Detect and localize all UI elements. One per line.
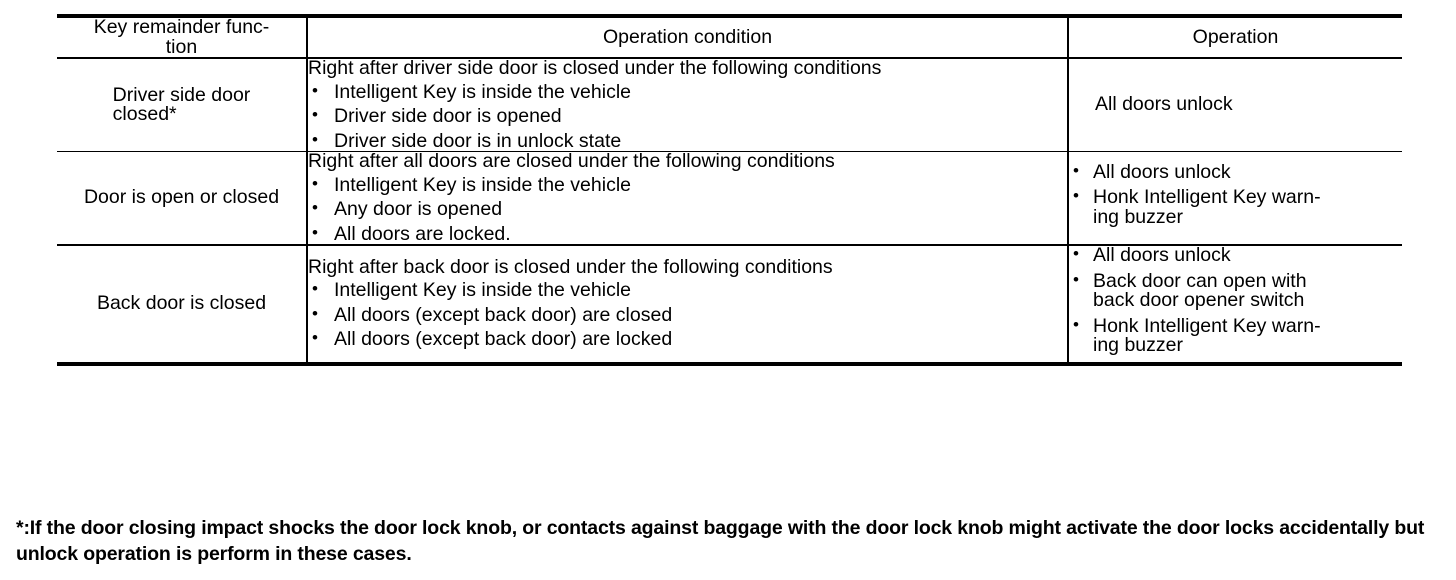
row-condition-cell: Right after driver side door is closed u…	[306, 57, 1068, 152]
footnote: *:If the door closing impact shocks the …	[16, 515, 1440, 568]
key-remainder-function-table-wrapper: Key remainder func-tion Operation condit…	[57, 14, 1402, 366]
row-condition-cell: Right after back door is closed under th…	[306, 244, 1068, 366]
condition-bullet-item: All doors (except back door) are locked	[308, 329, 1067, 350]
operation-bullet-list: All doors unlock Honk Intelligent Key wa…	[1069, 162, 1402, 228]
row-operation-cell: All doors unlock Honk Intelligent Key wa…	[1067, 151, 1402, 245]
condition-bullet-item: All doors (except back door) are closed	[308, 305, 1067, 326]
row-operation-cell: All doors unlock	[1067, 57, 1402, 152]
condition-bullet-list: Intelligent Key is inside the vehicle An…	[308, 175, 1067, 245]
column-header-operation: Operation	[1067, 14, 1402, 58]
column-header-operation-condition-label: Operation condition	[602, 25, 773, 48]
operation-bullet-item: Honk Intelligent Key warn-ing buzzer	[1069, 187, 1402, 227]
condition-lead-text: Right after driver side door is closed u…	[308, 57, 882, 79]
condition-bullet-item: All doors are locked.	[308, 224, 1067, 245]
condition-bullet-item: Any door is opened	[308, 199, 1067, 220]
row-function-label: Back door is closed	[96, 292, 267, 314]
operation-bullet-list: All doors unlock Back door can open with…	[1069, 245, 1402, 356]
condition-bullet-list: Intelligent Key is inside the vehicle Dr…	[308, 82, 1067, 152]
row-function-cell: Door is open or closed	[57, 151, 307, 245]
condition-bullet-item: Intelligent Key is inside the vehicle	[308, 175, 1067, 196]
table-header: Key remainder func-tion Operation condit…	[57, 14, 1402, 58]
operation-bullet-item: All doors unlock	[1069, 162, 1402, 183]
column-header-operation-label: Operation	[1192, 25, 1279, 48]
row-function-label: Door is open or closed	[83, 186, 280, 209]
row-condition-cell: Right after all doors are closed under t…	[306, 150, 1068, 245]
condition-lead-text: Right after all doors are closed under t…	[308, 150, 835, 172]
condition-bullet-list: Intelligent Key is inside the vehicle Al…	[308, 280, 1067, 350]
operation-text: All doors unlock	[1095, 93, 1233, 116]
column-header-key-remainder-function: Key remainder func-tion	[57, 14, 307, 58]
condition-bullet-item: Driver side door is in unlock state	[308, 131, 1067, 152]
condition-bullet-item: Driver side door is opened	[308, 106, 1067, 127]
row-operation-cell: All doors unlock Back door can open with…	[1067, 244, 1402, 366]
table-header-row: Key remainder func-tion Operation condit…	[57, 14, 1402, 58]
operation-bullet-item: Honk Intelligent Key warn-ing buzzer	[1069, 316, 1402, 356]
table-row: Back door is closed Right after back doo…	[57, 244, 1402, 366]
condition-lead-text: Right after back door is closed under th…	[308, 255, 833, 278]
column-header-operation-condition: Operation condition	[306, 14, 1068, 58]
condition-bullet-item: Intelligent Key is inside the vehicle	[308, 82, 1067, 103]
column-header-key-remainder-function-label: Key remainder func-tion	[93, 16, 270, 58]
condition-bullet-item: Intelligent Key is inside the vehicle	[308, 280, 1067, 301]
table-row: Door is open or closed Right after all d…	[57, 150, 1402, 245]
key-remainder-function-table: Key remainder func-tion Operation condit…	[57, 14, 1402, 366]
footnote-text: *:If the door closing impact shocks the …	[16, 517, 1425, 566]
operation-bullet-item: All doors unlock	[1069, 245, 1402, 266]
row-function-cell: Back door is closed	[57, 244, 307, 366]
